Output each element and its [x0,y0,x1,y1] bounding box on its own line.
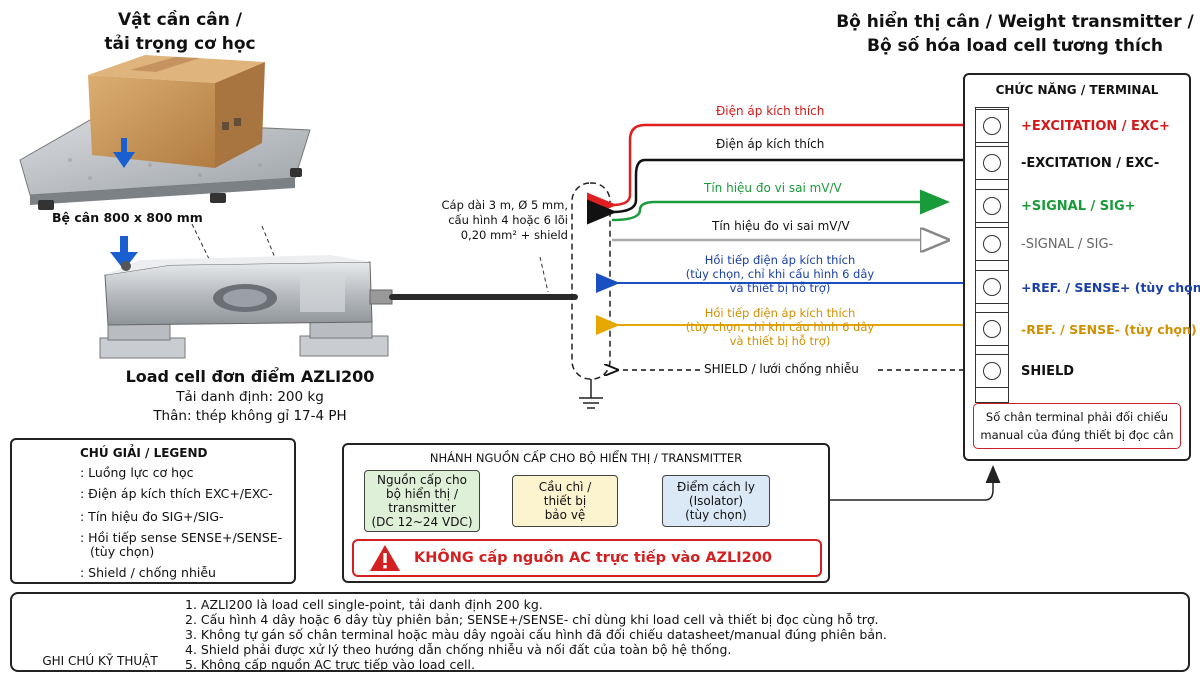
terminal-label: SHIELD [1021,363,1075,379]
legend-title: CHÚ GIẢI / LEGEND [80,446,208,460]
sense-plus-line3: và thiết bị hỗ trợ) [729,281,831,295]
wire-label-sense-minus: Hồi tiếp điện áp kích thích (tùy chọn, c… [680,306,880,348]
legend-item-exc: : Điện áp kích thích EXC+/EXC- [80,486,273,501]
terminal-note-line2: manual của đúng thiết bị đọc cân [980,428,1174,442]
terminal-label: +REF. / SENSE+ (tùy chọn) [1021,279,1200,295]
wire-exc-minus [586,158,980,225]
terminal-screw-icon [975,189,1009,223]
isolator-line2: (Isolator) [688,494,744,508]
wire-label-shield: SHIELD / lưới chống nhiễu [704,362,859,376]
power-supply-box: Nguồn cấp cho bộ hiển thị / transmitter … [364,470,480,532]
warning-icon [370,545,400,571]
wire-label-sig-minus: Tín hiệu đo vi sai mV/V [712,219,850,233]
legend-item-sense: : Hồi tiếp sense SENSE+/SENSE- [80,530,283,545]
isolator-line3: (tùy chọn) [685,508,747,522]
load-title-line2: tải trọng cơ học [104,34,256,54]
fuse-line2: thiết bị [543,494,587,508]
terminal-screw-icon [975,109,1009,143]
wire-label-exc-minus: Điện áp kích thích [716,137,825,151]
terminal-header: CHỨC NĂNG / TERMINAL [995,83,1159,97]
sense-minus-line2: (tùy chọn, chỉ khi cấu hình 6 dây [685,320,875,334]
note-item: 1. AZLI200 là load cell single-point, tả… [185,597,543,612]
terminal-row-sig-minus[interactable]: -SIGNAL / SIG- [965,226,1113,262]
isolator-line1: Điểm cách ly [677,480,755,494]
legend: CHÚ GIẢI / LEGEND : Luồng lực cơ học : Đ… [10,438,296,584]
isolator-box: Điểm cách ly (Isolator) (tùy chọn) [662,475,770,527]
fuse-box: Cầu chì / thiết bị bảo vệ [512,475,618,527]
force-arrow-icon [110,236,138,270]
transmitter-title-line1: Bộ hiển thị cân / Weight transmitter / [836,12,1194,32]
technical-notes: GHI CHÚ KỸ THUẬT 1. AZLI200 là load cell… [10,592,1190,672]
wire-sig-plus [611,189,950,222]
note-item: 3. Không tự gán số chân terminal hoặc mà… [185,627,887,642]
cable-spec-line3: 0,20 mm² + shield [460,228,568,242]
wire-label-exc-plus: Điện áp kích thích [716,104,825,118]
terminal-note: Số chân terminal phải đối chiếu manual c… [973,403,1181,449]
terminal-screw-icon [975,146,1009,180]
cable-spec-line2: cấu hình 4 hoặc 6 lõi [448,213,568,227]
terminal-label: +EXCITATION / EXC+ [1021,118,1170,134]
fuse-line3: bảo vệ [544,508,586,522]
transmitter-title: Bộ hiển thị cân / Weight transmitter / B… [830,10,1200,58]
wire-exc-plus [586,123,980,218]
loadcell-caption: Load cell đơn điểm AZLI200 Tải danh định… [100,366,400,426]
load-title: Vật cần cân / tải trọng cơ học [60,8,300,56]
cable-junction [571,182,611,380]
power-supply-line4: (DC 12~24 VDC) [371,515,473,529]
legend-item-shield: : Shield / chống nhiễu [80,565,216,580]
legend-item-sense-optional: (tùy chọn) [90,544,155,559]
terminal-row-sense-minus[interactable]: -REF. / SENSE- (tùy chọn) [965,311,1197,347]
terminal-screw-icon [975,270,1009,304]
loadcell-capacity: Tải danh định: 200 kg [176,389,324,405]
cable-spec: Cáp dài 3 m, Ø 5 mm, cấu hình 4 hoặc 6 l… [418,198,568,243]
ground-icon [579,379,603,409]
power-title: NHÁNH NGUỒN CẤP CHO BỘ HIỂN THỊ / TRANSM… [429,451,743,465]
sense-minus-line1: Hồi tiếp điện áp kích thích [704,306,856,320]
wire-label-sense-plus: Hồi tiếp điện áp kích thích (tùy chọn, c… [680,253,880,295]
loadcell-name: Load cell đơn điểm AZLI200 [125,367,375,386]
terminal-row-exc-minus[interactable]: -EXCITATION / EXC- [965,145,1159,181]
terminal-note-line1: Số chân terminal phải đối chiếu [985,410,1169,424]
loadcell-material: Thân: thép không gỉ 17-4 PH [153,408,347,424]
warning-banner: KHÔNG cấp nguồn AC trực tiếp vào AZLI200 [352,539,822,577]
terminal-label: -REF. / SENSE- (tùy chọn) [1021,321,1197,337]
terminal-row-sig-plus[interactable]: +SIGNAL / SIG+ [965,188,1136,224]
terminal-row-shield[interactable]: SHIELD [965,353,1074,389]
terminal-row-sense-plus[interactable]: +REF. / SENSE+ (tùy chọn) [965,269,1200,305]
legend-item-force: : Luồng lực cơ học [80,465,194,480]
terminal-label: -SIGNAL / SIG- [1021,236,1114,252]
force-arrow-icon [113,138,135,168]
sense-plus-line2: (tùy chọn, chỉ khi cấu hình 6 dây [685,267,875,281]
terminal-panel: CHỨC NĂNG / TERMINAL +EXCITATION / EXC+ … [963,73,1200,461]
power-branch-panel: NHÁNH NGUỒN CẤP CHO BỘ HIỂN THỊ / TRANSM… [342,443,830,583]
fuse-line1: Cầu chì / [538,480,592,494]
legend-item-sig: : Tín hiệu đo SIG+/SIG- [80,509,224,524]
warning-text: KHÔNG cấp nguồn AC trực tiếp vào AZLI200 [414,550,772,566]
wire-label-sig-plus: Tín hiệu đo vi sai mV/V [704,181,842,195]
box-illustration [88,55,265,168]
terminal-row-exc-plus[interactable]: +EXCITATION / EXC+ [965,108,1170,144]
platform-label: Bệ cân 800 x 800 mm [52,210,203,225]
terminal-label: -EXCITATION / EXC- [1021,155,1160,171]
power-supply-line1: Nguồn cấp cho [377,473,467,487]
terminal-label: +SIGNAL / SIG+ [1021,198,1136,214]
terminal-screw-icon [975,312,1009,346]
loadcell-illustration [99,255,393,359]
power-supply-line2: bộ hiển thị / [385,487,459,501]
note-item: 2. Cấu hình 4 dây hoặc 6 dây tùy phiên b… [185,612,879,627]
power-supply-line3: transmitter [388,501,456,515]
terminal-screw-icon [975,354,1009,388]
sense-minus-line3: và thiết bị hỗ trợ) [729,334,831,348]
note-item: 4. Shield phải được xử lý theo hướng dẫn… [185,642,732,657]
load-title-line1: Vật cần cân / [117,10,243,30]
cable-spec-line1: Cáp dài 3 m, Ø 5 mm, [441,198,568,212]
sense-plus-line1: Hồi tiếp điện áp kích thích [704,253,856,267]
terminal-screw-icon [975,227,1009,261]
note-item: 5. Không cấp nguồn AC trực tiếp vào load… [185,657,475,672]
notes-title: GHI CHÚ KỸ THUẬT [42,654,158,668]
transmitter-title-line2: Bộ số hóa load cell tương thích [866,36,1164,56]
